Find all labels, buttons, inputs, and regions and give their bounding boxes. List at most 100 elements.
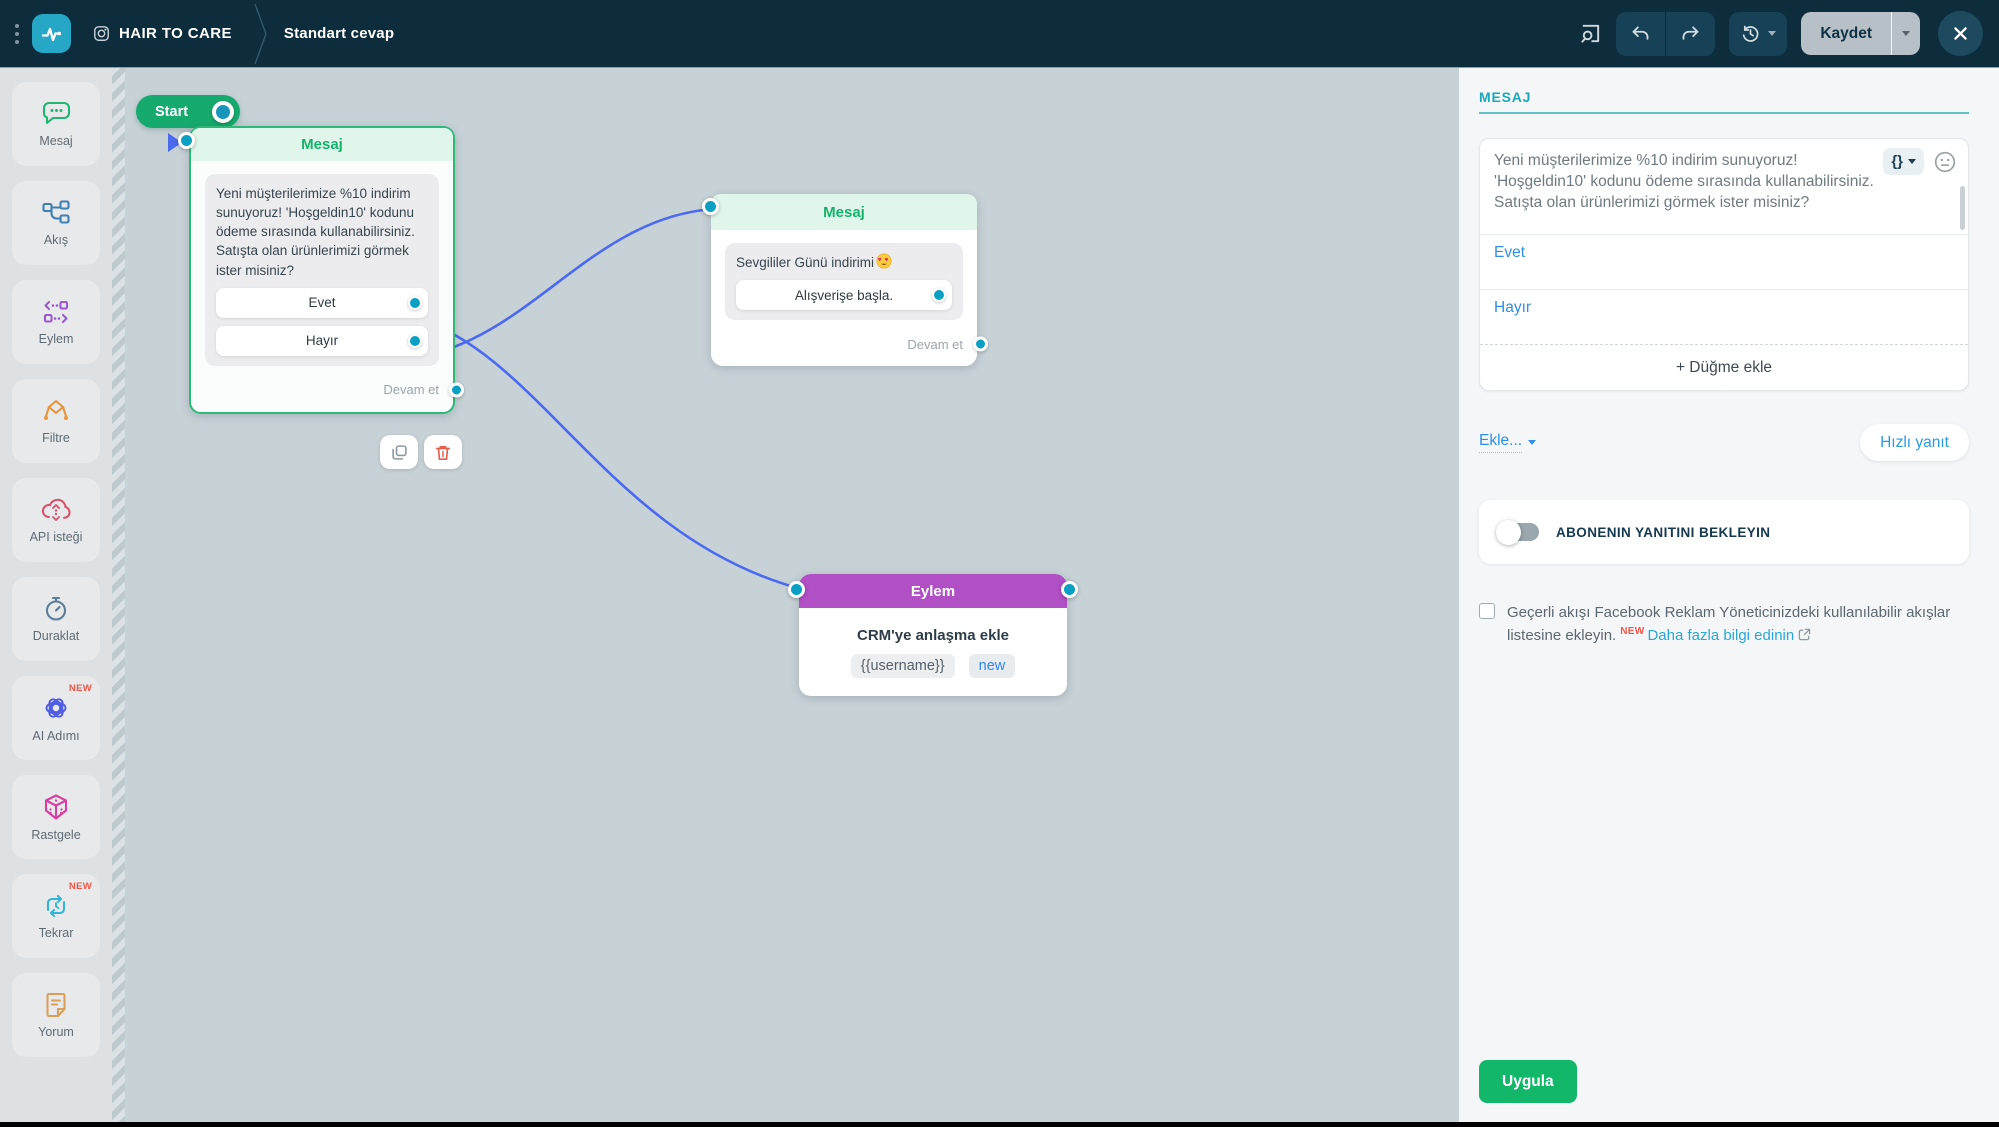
start-node[interactable]: Start bbox=[136, 95, 240, 128]
settings-panel: MESAJ Yeni müşterilerimize %10 indirim s… bbox=[1459, 68, 1999, 1122]
start-output-port[interactable] bbox=[212, 100, 234, 123]
panel-section-title: MESAJ bbox=[1479, 89, 1532, 105]
close-icon bbox=[1954, 27, 1967, 40]
chip-row: {{username}} new bbox=[813, 654, 1053, 678]
map-search-icon bbox=[1581, 24, 1600, 43]
evet-output-port[interactable] bbox=[408, 295, 422, 310]
cloud-api-icon bbox=[41, 498, 71, 521]
message-text: Sevgililer Günü indirimi♥♥ bbox=[736, 253, 952, 272]
continue-output-port[interactable] bbox=[449, 382, 464, 398]
action-icon bbox=[43, 300, 69, 324]
new-badge: NEW bbox=[68, 881, 92, 892]
chevron-down-icon bbox=[1908, 159, 1916, 164]
palette-item-api-istegi[interactable]: API isteği bbox=[12, 478, 100, 562]
redo-button[interactable] bbox=[1666, 12, 1715, 56]
button-row-hayir[interactable]: Hayır bbox=[1480, 289, 1968, 344]
palette-item-rastgele[interactable]: Rastgele bbox=[12, 775, 100, 859]
repeat-clock-icon bbox=[46, 894, 66, 918]
palette-item-ai-adimi[interactable]: NEW AI Adımı bbox=[12, 676, 100, 760]
action-input-port[interactable] bbox=[788, 581, 805, 598]
learn-more-link[interactable]: Daha fazla bilgi edinin bbox=[1647, 627, 1795, 645]
save-options-button[interactable] bbox=[1892, 12, 1920, 55]
breadcrumb-workspace[interactable]: HAIR TO CARE bbox=[93, 25, 232, 42]
continue-output-port[interactable] bbox=[973, 336, 988, 352]
duplicate-node-button[interactable] bbox=[380, 435, 418, 469]
facebook-flows-text: Geçerli akışı Facebook Reklam Yöneticini… bbox=[1507, 604, 1951, 645]
kebab-menu-icon[interactable] bbox=[10, 17, 24, 51]
emoji-picker-button[interactable] bbox=[1934, 151, 1956, 173]
apply-button[interactable]: Uygula bbox=[1479, 1060, 1577, 1103]
canvas-edge-stripes bbox=[112, 68, 125, 1122]
history-button[interactable] bbox=[1729, 11, 1788, 56]
flow-tree-icon bbox=[42, 200, 70, 224]
facebook-flows-checkbox[interactable] bbox=[1479, 603, 1495, 619]
entry-arrow-icon bbox=[168, 133, 182, 152]
message1-input-port[interactable] bbox=[178, 132, 195, 149]
message-text-input[interactable]: Yeni müşterilerimize %10 indirim sunuyor… bbox=[1480, 139, 1968, 234]
add-more-dropdown[interactable]: Ekle... bbox=[1479, 432, 1537, 453]
message-node-2[interactable]: Mesaj Sevgililer Günü indirimi♥♥ Alışver… bbox=[711, 194, 988, 367]
close-button[interactable] bbox=[1938, 11, 1983, 56]
message-text: Yeni müşterilerimize %10 indirim sunuyor… bbox=[216, 186, 415, 278]
redo-icon bbox=[1682, 26, 1699, 40]
hayir-output-port[interactable] bbox=[408, 333, 422, 348]
app-logo bbox=[32, 14, 71, 53]
heart-eyes-emoji: ♥♥ bbox=[876, 253, 892, 269]
palette-item-mesaj[interactable]: Mesaj bbox=[12, 82, 100, 166]
node-palette: Mesaj Akış Eylem Filtre API isteği Durak bbox=[0, 68, 112, 1122]
node-type-header: Eylem bbox=[799, 574, 1067, 608]
quick-reply-label: Alışverişe başla. bbox=[794, 287, 894, 303]
palette-item-label: API isteği bbox=[29, 530, 83, 544]
message-node-1[interactable]: Mesaj Yeni müşterilerimize %10 indirim s… bbox=[189, 126, 464, 414]
variable-chip: {{username}} bbox=[850, 654, 955, 678]
ai-knot-icon bbox=[45, 698, 67, 718]
wire-hayir-to-message2 bbox=[418, 207, 714, 359]
delete-node-button[interactable] bbox=[424, 435, 462, 469]
palette-item-duraklat[interactable]: Duraklat bbox=[12, 577, 100, 661]
shop-output-port[interactable] bbox=[932, 288, 946, 303]
history-clock-icon bbox=[1743, 25, 1759, 42]
section-underline bbox=[1479, 112, 1969, 114]
action-title: CRM'ye anlaşma ekle bbox=[857, 627, 1009, 644]
workspace-name: HAIR TO CARE bbox=[119, 25, 232, 42]
new-badge: NEW bbox=[68, 683, 92, 694]
palette-item-eylem[interactable]: Eylem bbox=[12, 280, 100, 364]
palette-item-label: Mesaj bbox=[39, 134, 73, 148]
quick-reply-alisverise-basla[interactable]: Alışverişe başla. bbox=[736, 280, 952, 311]
palette-item-yorum[interactable]: Yorum bbox=[12, 973, 100, 1057]
palette-item-filtre[interactable]: Filtre bbox=[12, 379, 100, 463]
editor-tools: {} bbox=[1883, 148, 1956, 175]
message2-input-port[interactable] bbox=[702, 198, 719, 215]
flow-canvas[interactable]: Start Mesaj Yeni müşterilerimize %10 ind… bbox=[112, 68, 1459, 1122]
insert-variable-button[interactable]: {} bbox=[1883, 148, 1924, 175]
topbar-actions: Kaydet bbox=[1579, 11, 1983, 56]
add-more-label: Ekle... bbox=[1479, 432, 1523, 453]
palette-item-label: Tekrar bbox=[38, 926, 74, 940]
quick-reply-evet[interactable]: Evet bbox=[216, 287, 428, 318]
quick-reply-hayir[interactable]: Hayır bbox=[216, 325, 428, 356]
textarea-scrollbar[interactable] bbox=[1960, 186, 1965, 230]
action-output-port[interactable] bbox=[1061, 581, 1078, 598]
wait-reply-toggle[interactable] bbox=[1496, 519, 1539, 545]
divider bbox=[1891, 12, 1892, 55]
note-icon bbox=[46, 992, 66, 1018]
preview-button[interactable] bbox=[1579, 22, 1602, 45]
palette-item-tekrar[interactable]: NEW Tekrar bbox=[12, 874, 100, 958]
breadcrumb-separator bbox=[254, 3, 267, 64]
button-row-evet[interactable]: Evet bbox=[1480, 234, 1968, 289]
message-bubble: Yeni müşterilerimize %10 indirim sunuyor… bbox=[205, 174, 439, 366]
undo-button[interactable] bbox=[1616, 12, 1665, 56]
save-split-button: Kaydet bbox=[1801, 12, 1920, 55]
chevron-down-icon bbox=[1768, 31, 1777, 36]
save-button[interactable]: Kaydet bbox=[1801, 12, 1891, 55]
action-node[interactable]: Eylem CRM'ye anlaşma ekle {{username}} n… bbox=[788, 574, 1078, 696]
wait-reply-label: ABONENIN YANITINI BEKLEYIN bbox=[1556, 524, 1771, 540]
palette-item-label: Yorum bbox=[38, 1025, 74, 1039]
node-body: Sevgililer Günü indirimi♥♥ Alışverişe ba… bbox=[711, 230, 988, 366]
filter-diamond-icon bbox=[44, 399, 68, 420]
wait-reply-card: ABONENIN YANITINI BEKLEYIN bbox=[1479, 500, 1969, 564]
add-button-row[interactable]: + Düğme ekle bbox=[1480, 344, 1968, 390]
node-body: CRM'ye anlaşma ekle {{username}} new bbox=[799, 608, 1067, 696]
palette-item-akis[interactable]: Akış bbox=[12, 181, 100, 265]
quick-reply-button[interactable]: Hızlı yanıt bbox=[1860, 424, 1969, 461]
